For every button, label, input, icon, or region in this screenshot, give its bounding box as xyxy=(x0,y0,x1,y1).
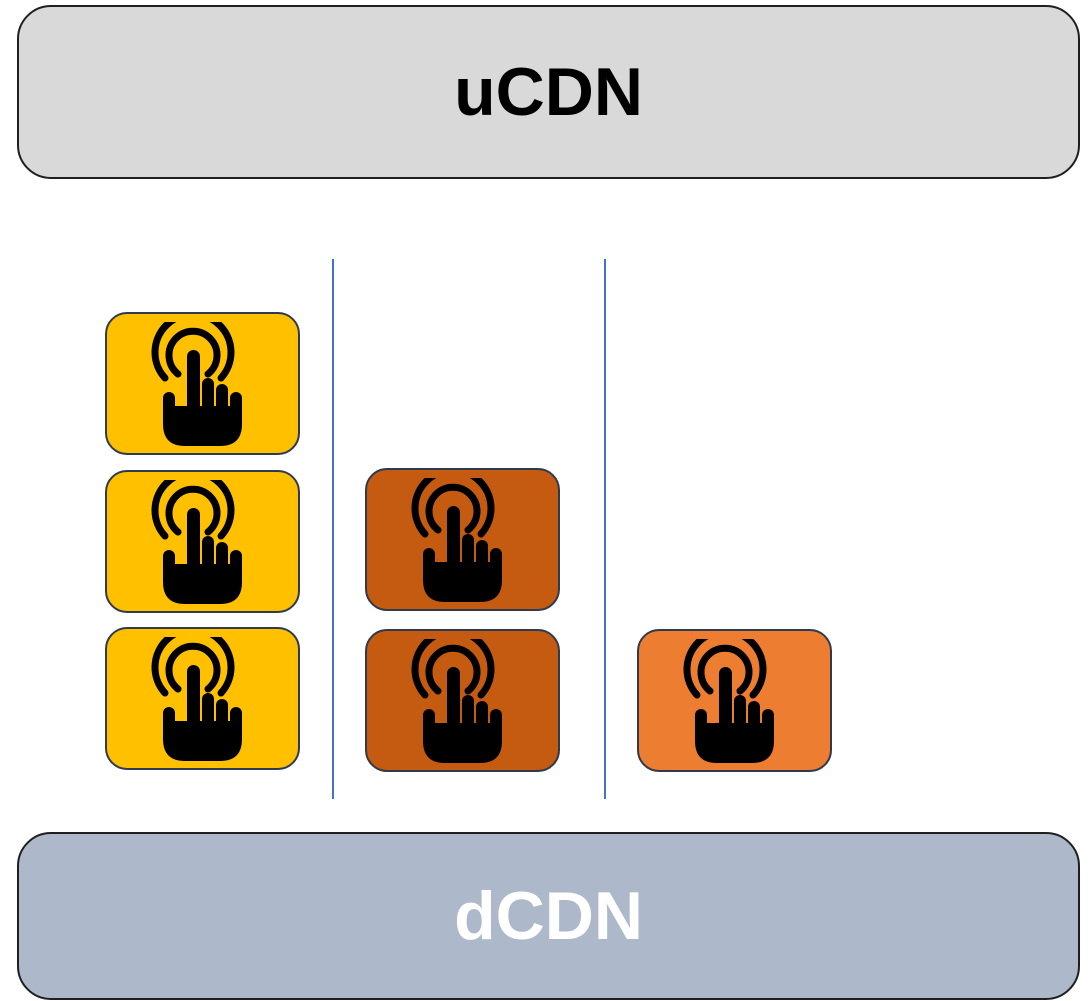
touch-hand-icon xyxy=(147,637,259,761)
request-tile xyxy=(637,629,832,772)
dcdn-box: dCDN xyxy=(17,832,1080,1000)
request-tile xyxy=(105,312,300,455)
request-tile xyxy=(365,629,560,772)
ucdn-label: uCDN xyxy=(454,54,643,130)
touch-hand-icon xyxy=(679,639,791,763)
touch-hand-icon xyxy=(147,480,259,604)
touch-hand-icon xyxy=(407,639,519,763)
request-tile xyxy=(105,470,300,613)
column-divider xyxy=(332,259,334,799)
request-tile xyxy=(365,468,560,611)
request-tile xyxy=(105,627,300,770)
touch-hand-icon xyxy=(407,478,519,602)
touch-hand-icon xyxy=(147,322,259,446)
dcdn-label: dCDN xyxy=(454,878,643,954)
column-divider xyxy=(604,259,606,799)
ucdn-box: uCDN xyxy=(17,5,1080,179)
